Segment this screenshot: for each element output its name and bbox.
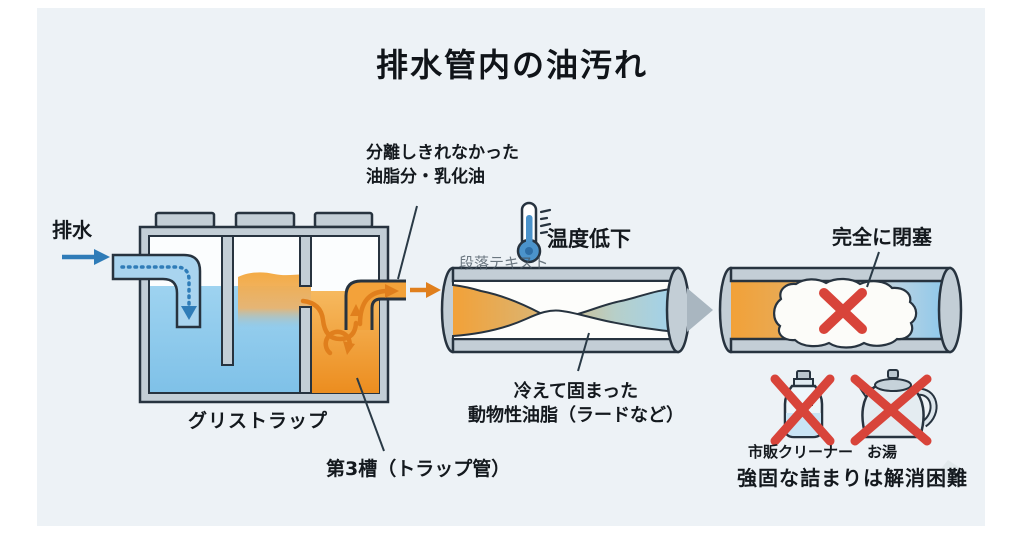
outflow-arrow-icon (410, 282, 441, 298)
oil-circulation-arrows (300, 284, 399, 356)
pipe-right-end (665, 266, 691, 354)
temperature-drop-label: 温度低下 (547, 227, 631, 251)
pipe-right-end (937, 266, 963, 354)
leader-escaped-oil (397, 205, 418, 280)
leader-deposit (577, 332, 590, 372)
trap-lids (154, 211, 374, 229)
blocked-pipe-diagram (718, 251, 966, 486)
divider-wall-upper (299, 235, 312, 287)
watermark (940, 460, 966, 486)
placeholder-text: 段落テキスト (459, 254, 549, 272)
leader-chamber3 (356, 377, 385, 452)
divider-wall-lower (299, 306, 312, 394)
red-x-icon (770, 374, 835, 446)
page-title: 排水管内の油汚れ (375, 46, 648, 84)
floating-oil-layer (238, 272, 311, 330)
fat-deposit-bottom (452, 309, 679, 340)
drain-inflow-arrow-icon (62, 249, 110, 265)
baffle-wall-1 (221, 235, 234, 366)
inlet-pipe (111, 253, 202, 329)
escaped-oil-annotation: 分離しきれなかった 油脂分・乳化油 (366, 143, 519, 188)
inlet-flow-arrow-icon (120, 265, 197, 320)
grease-trap-diagram (62, 205, 441, 452)
red-x-icon (819, 288, 867, 334)
complete-blockage-label: 完全に閉塞 (832, 225, 932, 249)
red-x-icon (850, 374, 932, 446)
cooling-pipe-diagram (440, 201, 713, 372)
commercial-cleaner-label: 市販クリーナー (748, 443, 854, 461)
hardened-fat-label: 冷えて固まった 動物性油脂（ラードなど） (468, 381, 684, 426)
chamber3-label: 第3槽（トラップ管） (326, 458, 511, 480)
next-step-arrow-icon (687, 288, 713, 332)
warning-label: 強固な詰まりは解消困難 (737, 466, 968, 490)
thermometer-icon (516, 201, 552, 264)
pipe-bottom-wall (451, 337, 680, 354)
drain-inflow-label: 排水 (52, 218, 92, 242)
leader-blockage (866, 251, 880, 288)
hot-water-label: お湯 (867, 443, 898, 461)
grease-trap-label: グリストラップ (188, 410, 329, 432)
